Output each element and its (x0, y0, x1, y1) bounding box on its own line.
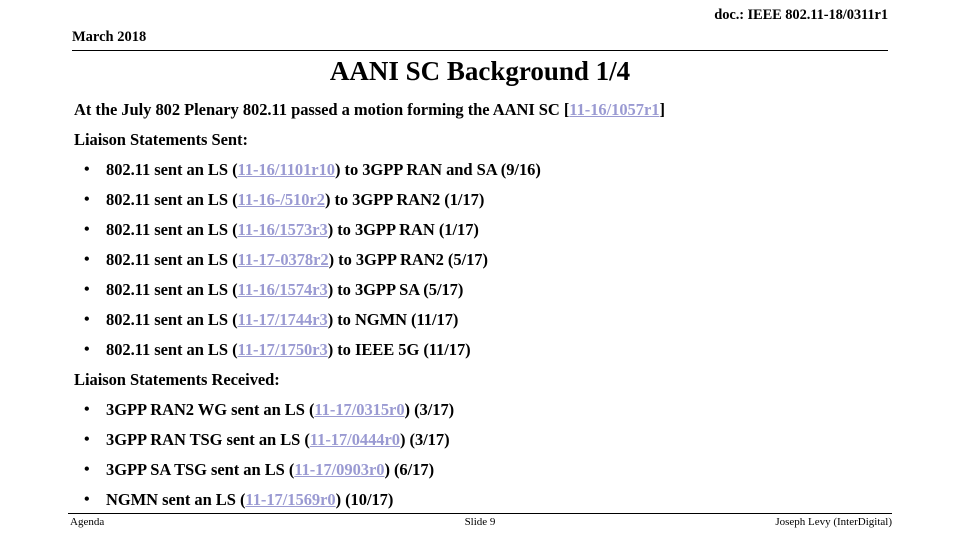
slide-footer: Agenda Slide 9 Joseph Levy (InterDigital… (0, 506, 960, 540)
bullet-icon: • (84, 161, 90, 178)
list-item-prefix: 3GPP SA TSG sent an LS ( (106, 460, 295, 479)
list-item: • 802.11 sent an LS (11-16/1101r10) to 3G… (72, 155, 902, 185)
list-item: • NGMN sent an LS (11-17/1569r0) (10/17) (72, 485, 902, 515)
intro-prefix: At the July 802 Plenary 802.11 passed a … (74, 100, 570, 119)
list-item-suffix: ) (3/17) (404, 400, 455, 419)
list-item: • 3GPP RAN TSG sent an LS (11-17/0444r0) … (72, 425, 902, 455)
slide-body: At the July 802 Plenary 802.11 passed a … (72, 95, 902, 515)
list-item: • 802.11 sent an LS (11-17-0378r2) to 3GP… (72, 245, 902, 275)
doc-link-1750r3[interactable]: 11-17/1750r3 (237, 340, 328, 359)
doc-link-1101r10[interactable]: 11-16/1101r10 (237, 160, 335, 179)
bullet-icon: • (84, 401, 90, 418)
list-item-prefix: 802.11 sent an LS ( (106, 250, 238, 269)
list-item-prefix: 802.11 sent an LS ( (106, 190, 238, 209)
list-item-prefix: 802.11 sent an LS ( (106, 280, 238, 299)
intro-suffix: ] (659, 100, 665, 119)
bullet-icon: • (84, 431, 90, 448)
doc-link-1573r3[interactable]: 11-16/1573r3 (237, 220, 328, 239)
bullet-icon: • (84, 281, 90, 298)
list-item-prefix: 3GPP RAN TSG sent an LS ( (106, 430, 310, 449)
list-item-suffix: ) to 3GPP RAN and SA (9/16) (334, 160, 541, 179)
doc-link-0378r2[interactable]: 11-17-0378r2 (237, 250, 329, 269)
date-label: March 2018 (72, 29, 147, 45)
list-item-suffix: ) (6/17) (384, 460, 435, 479)
list-item-suffix: ) (10/17) (335, 490, 394, 509)
slide-number: Slide 9 (464, 516, 496, 528)
list-item: • 802.11 sent an LS (11-17/1744r3) to NGM… (72, 305, 902, 335)
bullet-icon: • (84, 191, 90, 208)
list-item-prefix: 802.11 sent an LS ( (106, 340, 238, 359)
doc-link-0315r0[interactable]: 11-17/0315r0 (314, 400, 405, 419)
list-item: • 3GPP RAN2 WG sent an LS (11-17/0315r0) … (72, 395, 902, 425)
list-item-suffix: ) to NGMN (11/17) (327, 310, 459, 329)
list-item-suffix: ) to 3GPP RAN2 (5/17) (328, 250, 488, 269)
doc-link-510r2[interactable]: 11-16-/510r2 (237, 190, 325, 209)
list-item-prefix: NGMN sent an LS ( (106, 490, 246, 509)
footer-section-label: Agenda (70, 516, 105, 528)
list-item-suffix: ) (3/17) (399, 430, 450, 449)
list-item-prefix: 802.11 sent an LS ( (106, 310, 238, 329)
list-item-prefix: 802.11 sent an LS ( (106, 160, 238, 179)
list-item: • 802.11 sent an LS (11-17/1750r3) to IEE… (72, 335, 902, 365)
doc-link-0903r0[interactable]: 11-17/0903r0 (294, 460, 385, 479)
list-item: • 802.11 sent an LS (11-16-/510r2) to 3GP… (72, 185, 902, 215)
header-divider (72, 50, 888, 51)
doc-link-0444r0[interactable]: 11-17/0444r0 (309, 430, 400, 449)
doc-link-1057r1[interactable]: 11-16/1057r1 (569, 100, 660, 119)
slide-header: doc.: IEEE 802.11-18/0311r1 March 2018 (0, 0, 960, 52)
list-item-prefix: 3GPP RAN2 WG sent an LS ( (106, 400, 315, 419)
bullet-icon: • (84, 251, 90, 268)
list-item-prefix: 802.11 sent an LS ( (106, 220, 238, 239)
list-item-suffix: ) to 3GPP RAN (1/17) (327, 220, 479, 239)
footer-author: Joseph Levy (InterDigital) (775, 516, 892, 528)
intro-line: At the July 802 Plenary 802.11 passed a … (72, 95, 902, 125)
footer-divider (68, 513, 892, 514)
list-item-suffix: ) to 3GPP SA (5/17) (327, 280, 464, 299)
bullet-icon: • (84, 311, 90, 328)
page-title: AANI SC Background 1/4 (329, 56, 631, 86)
bullet-icon: • (84, 461, 90, 478)
doc-link-1574r3[interactable]: 11-16/1574r3 (237, 280, 328, 299)
doc-link-1569r0[interactable]: 11-17/1569r0 (245, 490, 336, 509)
bullet-icon: • (84, 491, 90, 508)
bullet-icon: • (84, 341, 90, 358)
list-item: • 802.11 sent an LS (11-16/1574r3) to 3GP… (72, 275, 902, 305)
bullet-icon: • (84, 221, 90, 238)
list-item-suffix: ) to 3GPP RAN2 (1/17) (324, 190, 485, 209)
list-item: • 3GPP SA TSG sent an LS (11-17/0903r0) (… (72, 455, 902, 485)
doc-link-1744r3[interactable]: 11-17/1744r3 (237, 310, 328, 329)
section-heading-received: Liaison Statements Received: (74, 370, 280, 389)
document-id: doc.: IEEE 802.11-18/0311r1 (714, 7, 888, 23)
list-item-suffix: ) to IEEE 5G (11/17) (327, 340, 471, 359)
list-item: • 802.11 sent an LS (11-16/1573r3) to 3GP… (72, 215, 902, 245)
section-heading-sent: Liaison Statements Sent: (74, 130, 248, 149)
